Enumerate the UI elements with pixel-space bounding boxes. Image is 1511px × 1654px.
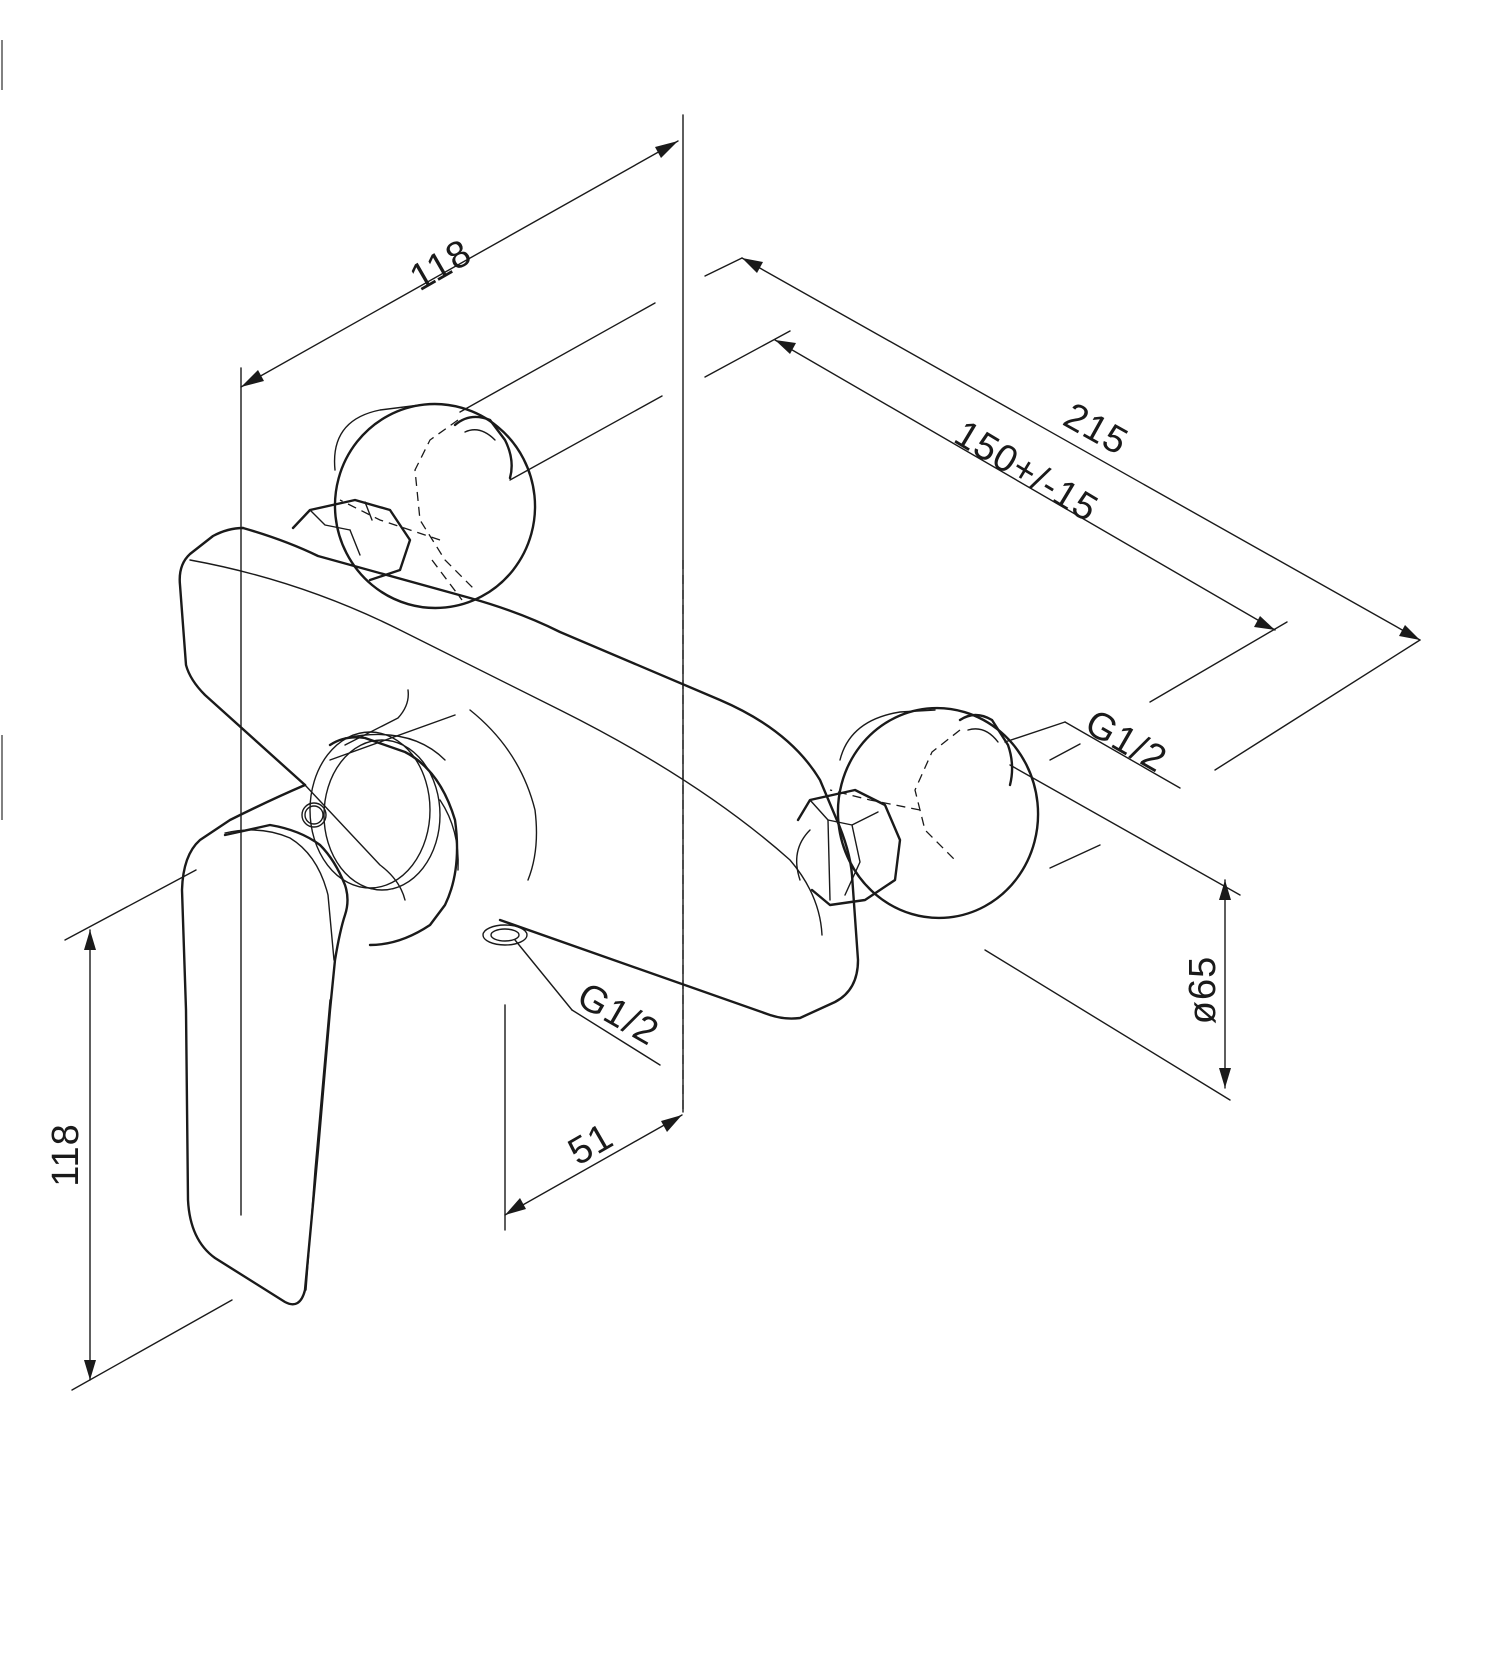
callout-inlet-thread: G1/2 [514, 939, 666, 1066]
dim-label-flange-diameter: ø65 [1182, 956, 1224, 1024]
dim-label-total-length: 215 [1057, 395, 1135, 464]
extension-line-left-bottom [509, 395, 663, 481]
dimension-flange-diameter: ø65 [984, 764, 1241, 1101]
dimension-width-top: 118 [240, 114, 684, 1216]
dim-label-depth: 51 [561, 1115, 620, 1174]
bottom-outlet [482, 924, 528, 946]
dimension-depth: 51 [504, 1004, 683, 1231]
handle-cartridge [301, 731, 459, 947]
left-connector [291, 402, 537, 610]
label-inlet-thread: G1/2 [570, 975, 666, 1055]
extension-line-left-top [459, 302, 656, 413]
label-outlet-thread: G1/2 [1078, 702, 1174, 782]
right-connector [796, 706, 1040, 920]
dimension-height: 118 [45, 869, 233, 1391]
lever-handle [180, 783, 406, 1306]
dim-label-height: 118 [45, 1123, 87, 1187]
